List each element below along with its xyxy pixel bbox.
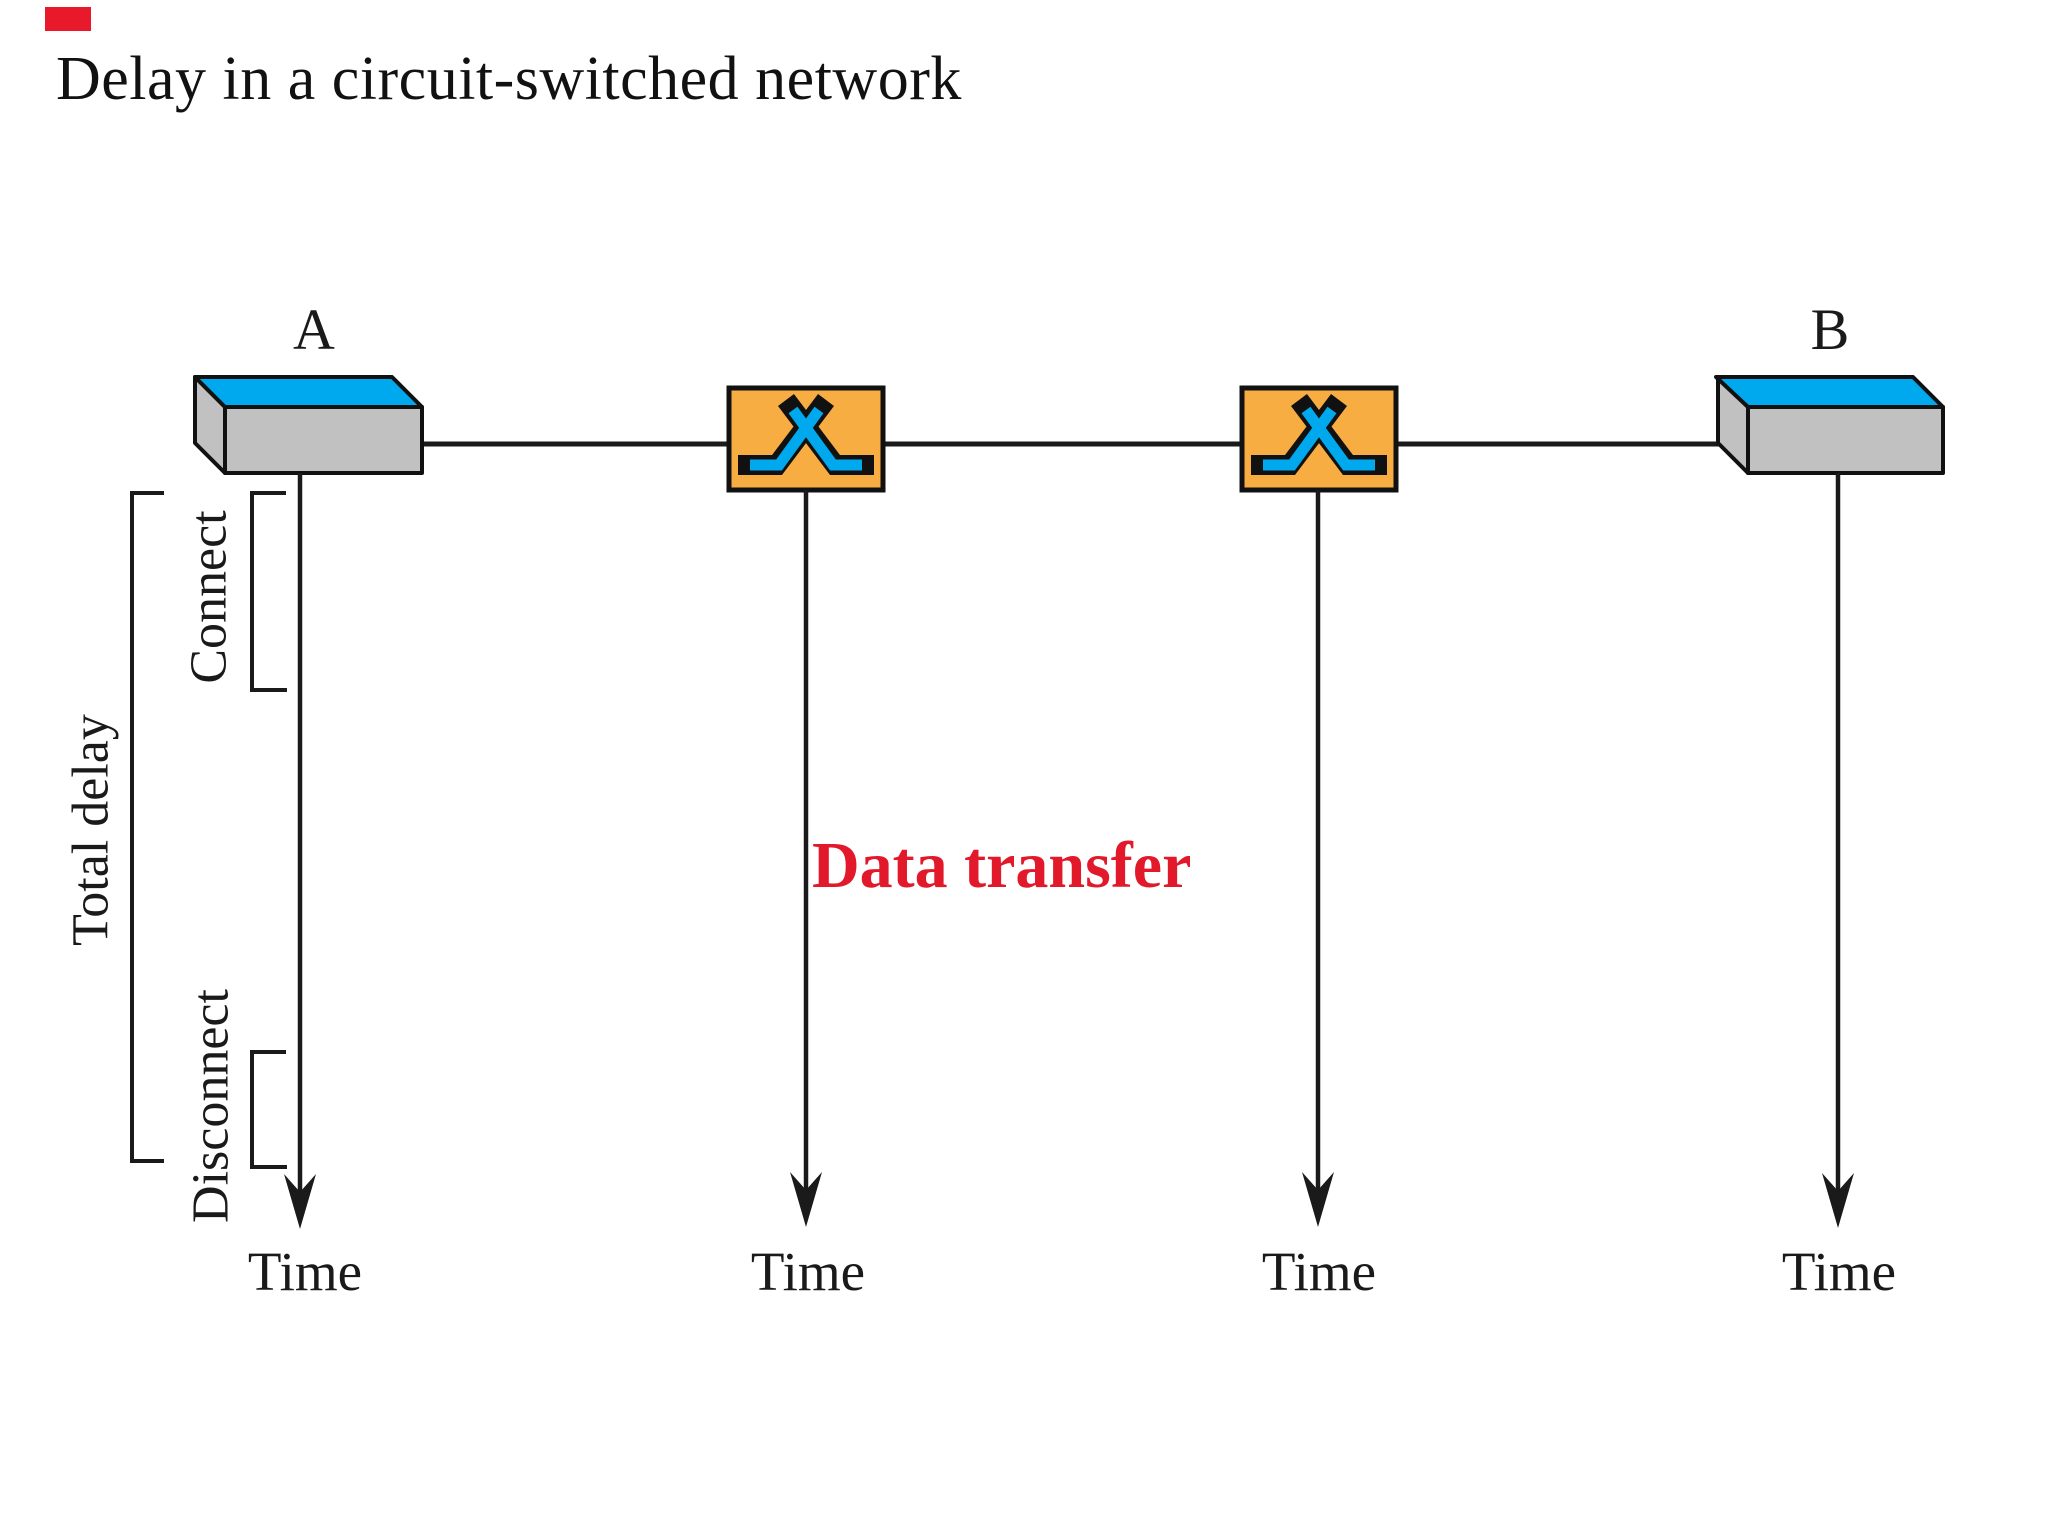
host-b-top-face — [1714, 375, 1945, 409]
host-b-label: B — [1810, 297, 1850, 362]
time-label-switch-1: Time — [750, 1241, 866, 1302]
host-a-front-face — [223, 405, 424, 475]
time-label-switch-2: Time — [1261, 1241, 1377, 1302]
total-delay-label: Total delay — [62, 714, 120, 946]
connect-bracket — [250, 491, 287, 692]
total-delay-bracket — [130, 491, 164, 1163]
time-arrows — [297, 473, 1841, 1192]
host-b-front-face — [1746, 405, 1945, 475]
switch-icon — [738, 393, 874, 475]
switch-icon-cross-strokes — [1263, 406, 1375, 471]
page-title: Delay in a circuit-switched network — [56, 45, 962, 113]
time-label-host-b: Time — [1781, 1241, 1897, 1302]
time-label-host-a: Time — [247, 1241, 363, 1302]
red-marker — [45, 7, 91, 31]
host-a-label: A — [293, 297, 335, 362]
arrowhead-icon — [790, 1172, 822, 1227]
switch-icon — [1251, 393, 1387, 475]
data-transfer-label: Data transfer — [812, 829, 1192, 902]
switch-icon-cross-strokes — [750, 406, 862, 471]
switch-2 — [1239, 385, 1399, 493]
arrowhead-icon — [1302, 1172, 1334, 1227]
disconnect-bracket — [250, 1050, 287, 1169]
arrowhead-icon — [1822, 1173, 1854, 1228]
host-b-box — [1714, 375, 1945, 475]
arrowhead-icon — [284, 1174, 316, 1229]
time-arrowheads — [284, 1172, 1854, 1229]
switch-1 — [726, 385, 886, 493]
disconnect-label: Disconnect — [182, 989, 240, 1223]
host-a-box — [193, 375, 424, 475]
connect-label: Connect — [180, 510, 238, 684]
host-a-top-face — [193, 375, 424, 409]
delay-brackets — [130, 491, 287, 1169]
